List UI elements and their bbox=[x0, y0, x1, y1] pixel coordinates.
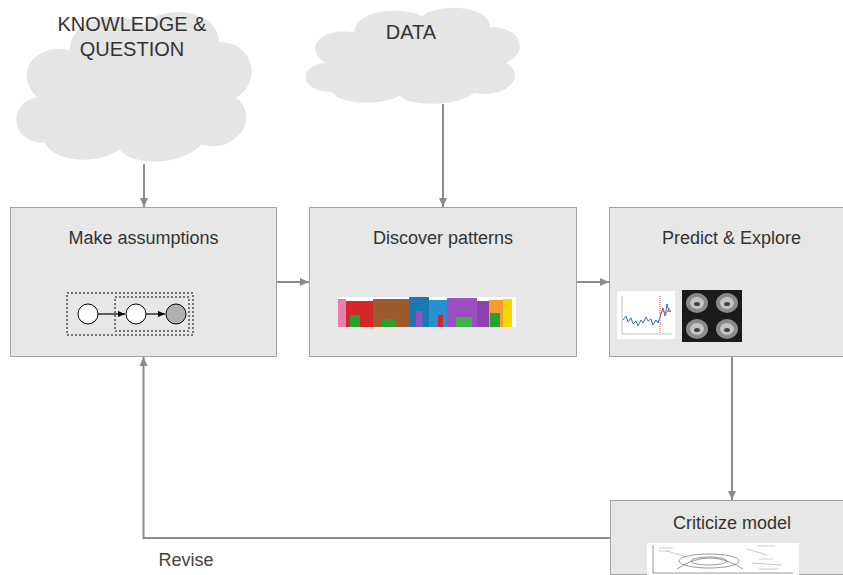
cloud-label: DATA bbox=[326, 20, 496, 45]
process-box: Predict & Explore bbox=[609, 207, 843, 357]
flow-arrow bbox=[731, 357, 733, 500]
cloud-label: KNOWLEDGE & QUESTION bbox=[47, 12, 217, 62]
box-title: Predict & Explore bbox=[610, 227, 843, 250]
input-cloud: DATA bbox=[298, 0, 524, 108]
flow-arrow bbox=[577, 281, 609, 283]
flow-arrow bbox=[442, 104, 444, 207]
process-box: Criticize model bbox=[610, 500, 843, 575]
flow-arrow bbox=[143, 164, 145, 207]
box-title: Criticize model bbox=[611, 512, 843, 535]
flow-arrow bbox=[144, 357, 611, 538]
process-box: Discover patterns bbox=[309, 207, 577, 357]
brain-scans bbox=[682, 290, 742, 342]
cloud-shape bbox=[298, 0, 524, 108]
time-series-chart bbox=[616, 290, 676, 340]
flow-arrow bbox=[277, 281, 309, 283]
posterior-sketch bbox=[647, 543, 799, 575]
pattern-bars bbox=[338, 297, 516, 327]
box-title: Discover patterns bbox=[310, 227, 576, 250]
input-cloud: KNOWLEDGE & QUESTION bbox=[8, 0, 256, 168]
process-box: Make assumptions bbox=[10, 207, 277, 357]
box-title: Make assumptions bbox=[11, 227, 276, 250]
edge-label: Revise bbox=[156, 550, 217, 571]
graphical-model bbox=[66, 292, 194, 336]
